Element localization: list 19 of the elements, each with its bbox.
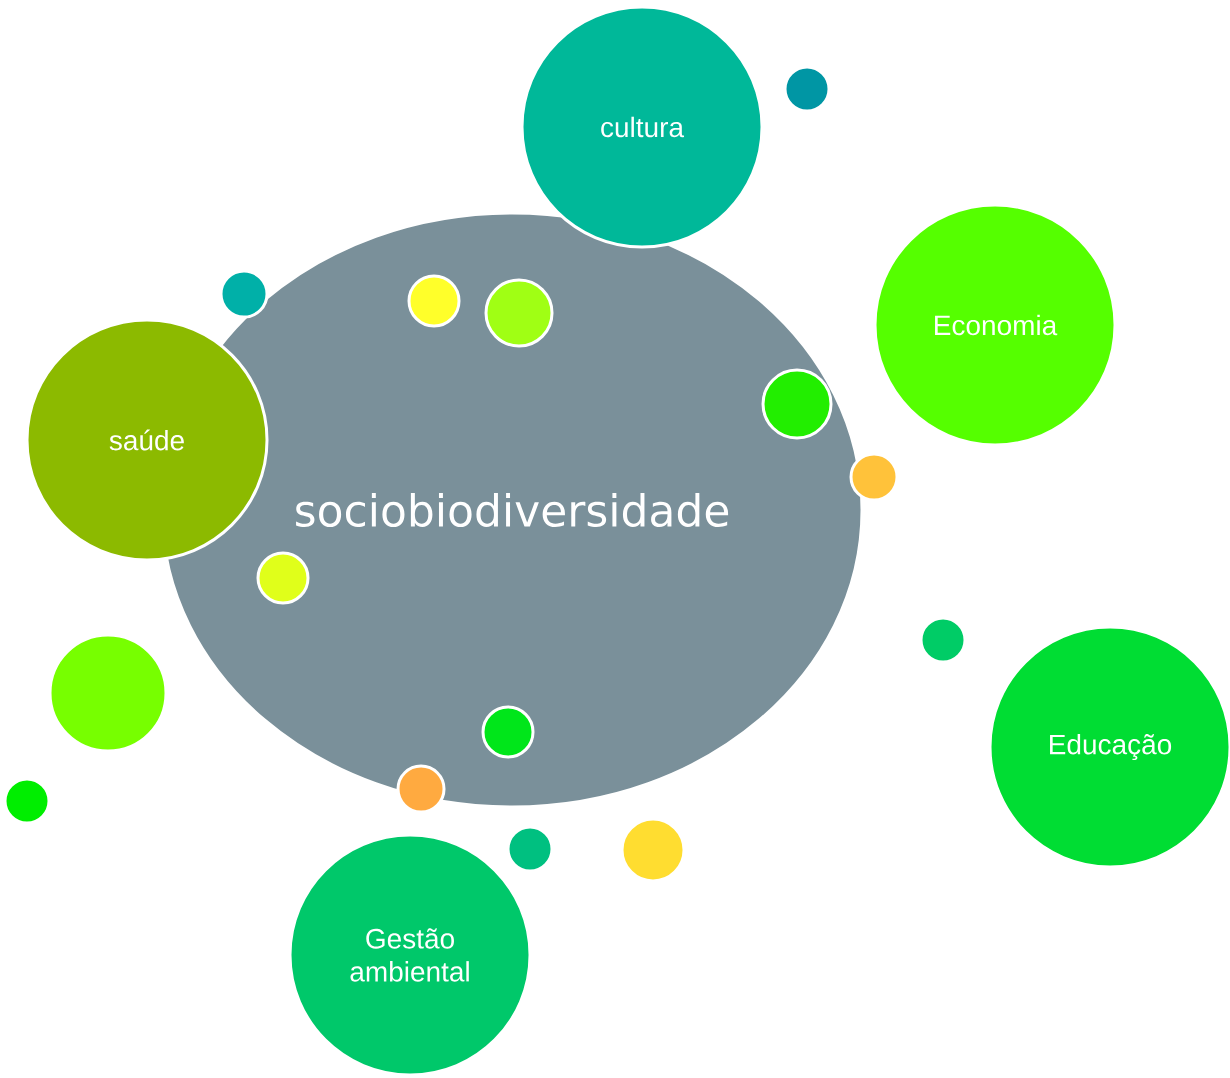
circle-bubble: Economia [873, 203, 1117, 447]
dot [219, 269, 269, 319]
dot [506, 825, 554, 873]
dot [256, 551, 310, 605]
circle-bubble: saúde [25, 318, 269, 562]
dot [3, 777, 51, 825]
circle-bubble: cultura [520, 5, 764, 249]
dot [849, 452, 899, 502]
dot [407, 274, 461, 328]
circle-bubble: Educação [988, 625, 1230, 869]
dot [484, 278, 554, 348]
dot [761, 368, 833, 440]
dot [620, 817, 686, 883]
dot [48, 633, 168, 753]
circle-bubble: Gestão ambiental [288, 833, 532, 1077]
dot [481, 705, 535, 759]
dot [396, 764, 446, 814]
dot [783, 65, 831, 113]
dot [919, 616, 967, 664]
